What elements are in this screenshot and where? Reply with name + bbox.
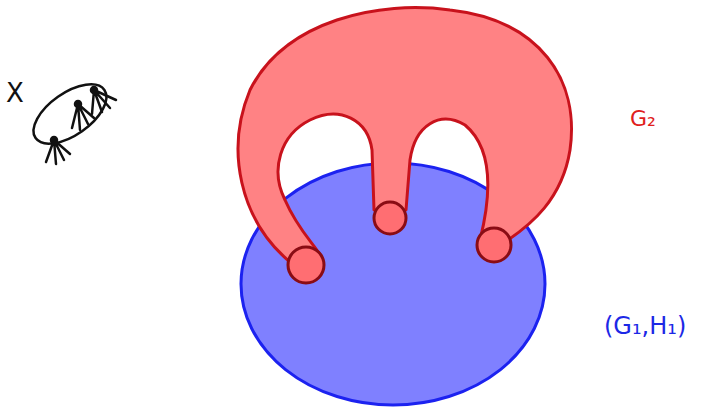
attaching-disk	[374, 202, 406, 234]
hairs	[92, 90, 116, 114]
component-label: G₂	[630, 108, 656, 130]
attaching-disk	[477, 228, 511, 262]
pair-label: (G₁,H₁)	[604, 314, 686, 338]
attaching-disk	[288, 247, 324, 283]
space-label: X	[6, 80, 24, 106]
red-handlebody	[238, 8, 571, 262]
space-sketch	[24, 73, 117, 164]
hairs	[46, 140, 70, 164]
hairs	[72, 104, 94, 130]
oval	[24, 73, 117, 156]
